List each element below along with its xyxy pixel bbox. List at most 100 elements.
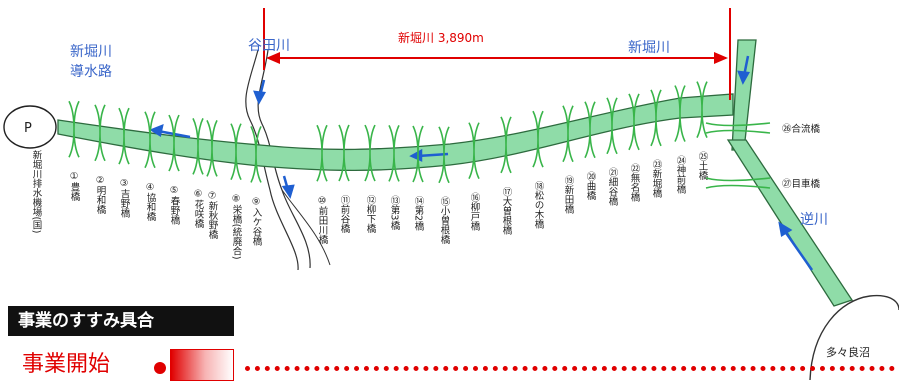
- lake-label: 多々良沼: [826, 345, 870, 359]
- bridge-stroke: [118, 107, 130, 165]
- bridge-label: ㉑細谷橋: [607, 168, 619, 207]
- bridge-mark: [118, 107, 130, 165]
- project-start-label: 事業開始: [22, 352, 111, 377]
- span-arrow-left-head: [266, 52, 280, 64]
- span-arrow-right-head: [714, 52, 728, 64]
- pump-marker: P: [24, 121, 32, 136]
- flow-arrow-sakasa-head: [778, 221, 793, 238]
- lake-outline: [809, 294, 899, 380]
- bridge-label: ⑦新秋野橋: [207, 190, 219, 240]
- bridge-mark: [144, 111, 156, 169]
- start-progress-box: [170, 349, 234, 381]
- bridge-stroke: [388, 125, 400, 182]
- bridge-mark: [316, 124, 328, 182]
- bridge-stroke: [250, 126, 262, 183]
- bridge-mark: [206, 119, 218, 177]
- bridge-label: ㉕土橋: [697, 152, 709, 181]
- bridge-mark: [250, 126, 262, 183]
- bridge-stroke: [230, 123, 242, 181]
- progress-dotted-line: [245, 366, 895, 371]
- flow-arrow-main-left-head: [149, 123, 164, 137]
- pump-station-circle: [3, 105, 57, 149]
- bridge-mark: [562, 105, 574, 163]
- bridge-label: ②明和橋: [95, 175, 107, 215]
- bridge-stroke: [144, 111, 156, 169]
- bridge-mark: [674, 85, 686, 142]
- bridge-mark: [388, 125, 400, 182]
- bridge-mark: [532, 110, 544, 168]
- side-bridge-stroke: [705, 122, 771, 134]
- bridge-label: ⑰大曽根橋: [501, 187, 513, 235]
- bridge-mark: [412, 125, 424, 183]
- river-label-shinhori-upper-2: 導水路: [70, 64, 112, 80]
- side-bridge-label: ㉗目車橋: [782, 178, 821, 190]
- river-label-shinhori-right: 新堀川: [628, 40, 670, 56]
- bridge-label: ①豊橋: [69, 171, 81, 202]
- bridge-stroke: [628, 93, 640, 151]
- sub-river-line: [281, 189, 331, 266]
- bridge-stroke: [206, 119, 218, 177]
- bridge-stroke: [584, 101, 596, 159]
- bridge-stroke: [532, 110, 544, 168]
- river-label-shinhori-upper: 新堀川: [70, 44, 112, 60]
- bridge-label: ㉓新堀橋: [651, 160, 663, 199]
- flow-arrow-yata-1-head: [253, 90, 267, 105]
- bridge-stroke: [650, 89, 662, 147]
- bridge-label: ④協和橋: [145, 182, 157, 222]
- pump-station-name: 新堀川排水機場(国): [31, 149, 43, 233]
- side-bridge-stroke: [705, 177, 771, 189]
- main-channel: [57, 93, 734, 172]
- side-bridge-label: ㉖合流橋: [782, 123, 821, 135]
- bridge-stroke: [192, 118, 204, 175]
- bridge-stroke: [94, 104, 106, 162]
- bridge-label: ③吉野橋: [119, 178, 131, 218]
- bridge-stroke: [468, 122, 480, 180]
- bridge-stroke: [412, 125, 424, 183]
- bridge-label: ⑮小曽根橋: [439, 197, 451, 245]
- bridge-stroke: [562, 105, 574, 163]
- flow-arrow-main-mid: [417, 152, 449, 158]
- bridge-label: ⑨入ケ谷橋: [251, 196, 263, 246]
- bridge-label: ⑲新田橋: [563, 176, 575, 215]
- bridge-label: ⑪前谷橋: [339, 195, 351, 234]
- bridge-stroke: [438, 126, 450, 184]
- bridge-stroke: [168, 114, 180, 172]
- bridge-mark: [584, 101, 596, 159]
- side-bridge: ㉖合流橋: [705, 122, 821, 135]
- bridge-stroke: [674, 85, 686, 142]
- bridge-mark: [696, 81, 708, 138]
- bridge-mark: [628, 93, 640, 151]
- bridge-mark: [338, 124, 350, 182]
- bridge-mark: [192, 118, 204, 175]
- bridge-mark: [364, 124, 376, 182]
- right-channel: [731, 39, 757, 151]
- bridge-label: ⑳曲橋: [585, 172, 597, 201]
- bridge-label: ⑱松の木橋: [533, 181, 545, 229]
- bridge-label: ⑬第3橋: [389, 195, 401, 230]
- bridge-stroke: [500, 116, 512, 174]
- bridge-label: ⑩前田川橋: [317, 195, 329, 245]
- bridge-mark: [438, 126, 450, 184]
- bridge-stroke: [364, 124, 376, 182]
- side-bridge: ㉗目車橋: [705, 177, 821, 190]
- bridge-mark: [230, 123, 242, 181]
- bridge-mark: [94, 104, 106, 162]
- progress-title: 事業のすすみ具合: [8, 306, 234, 336]
- bridge-mark: [168, 114, 180, 172]
- bridge-mark: [68, 100, 80, 158]
- bridge-label: ⑤春野橋: [169, 185, 181, 225]
- flow-arrow-yata-2-head: [281, 184, 295, 199]
- bridge-stroke: [316, 124, 328, 182]
- bridge-stroke: [68, 100, 80, 158]
- bridge-mark: [650, 89, 662, 147]
- bridge-label: ⑥花咲橋: [193, 188, 205, 228]
- bridge-label: ⑧栄橋(統廃合): [231, 194, 243, 260]
- bridge-mark: [500, 116, 512, 174]
- river-label-sakasa: 逆川: [800, 212, 828, 228]
- bridge-label: ㉒無名橋: [629, 164, 641, 203]
- flow-arrow-sakasa: [782, 229, 814, 271]
- bridge-stroke: [696, 81, 708, 138]
